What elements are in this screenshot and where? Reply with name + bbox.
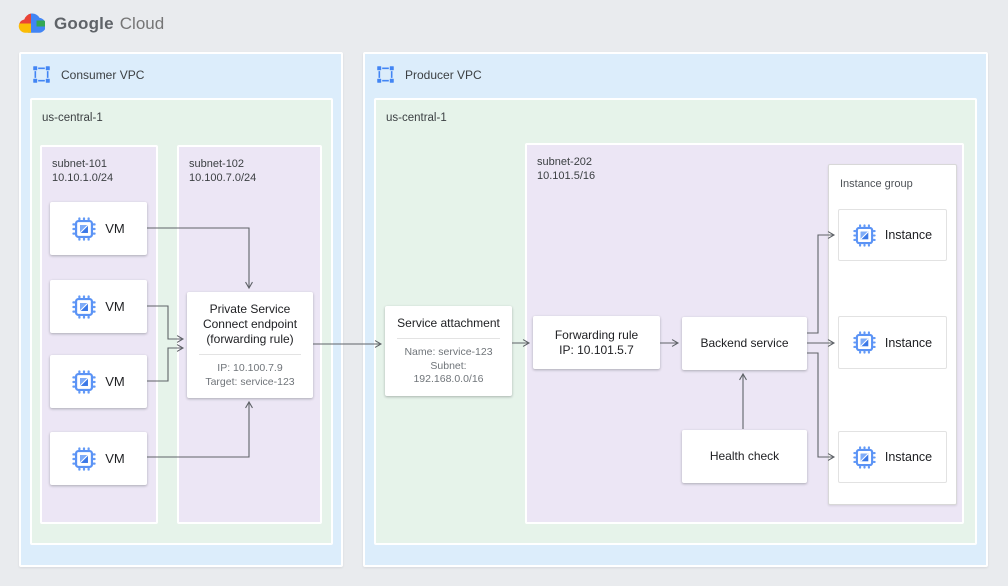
instance-group-container: Instance group Instance Instance [828, 164, 957, 505]
subnet-102-cidr: 10.100.7.0/24 [189, 172, 257, 184]
logo-text-cloud: Cloud [119, 13, 165, 33]
producer-region-label: us-central-1 [386, 112, 447, 124]
instance-label: Instance [884, 228, 933, 242]
subnet-102-name: subnet-102 [189, 158, 245, 170]
divider [397, 338, 500, 339]
forwarding-rule-node: Forwarding rule IP: 10.101.5.7 [533, 316, 660, 369]
compute-chip-icon [72, 216, 96, 241]
psc-endpoint-title: Private Service Connect endpoint (forwar… [202, 302, 298, 346]
service-attachment-subnet-cidr: 192.168.0.0/16 [413, 373, 484, 385]
subnet-101: subnet-101 10.10.1.0/24 VM VM [40, 145, 158, 524]
instance-node-3: Instance [838, 431, 947, 483]
producer-vpc-container: Producer VPC us-central-1 Service attach… [363, 52, 988, 567]
subnet-102: subnet-102 10.100.7.0/24 Private Service… [177, 145, 322, 524]
subnet-202: subnet-202 10.101.5/16 Forwarding rule I… [525, 143, 964, 524]
vm-label: VM [105, 451, 125, 466]
instance-label: Instance [884, 335, 933, 350]
compute-chip-icon [853, 331, 876, 354]
vm-node-3: VM [50, 355, 147, 408]
vpc-network-icon [32, 65, 51, 84]
vm-label: VM [105, 299, 125, 314]
health-check-label: Health check [709, 449, 780, 463]
subnet-202-name: subnet-202 [537, 156, 593, 168]
consumer-region: us-central-1 subnet-101 10.10.1.0/24 VM [30, 98, 333, 545]
producer-vpc-header: Producer VPC [365, 54, 986, 95]
service-attachment-subnet-label: Subnet: [430, 359, 467, 372]
consumer-vpc-header: Consumer VPC [21, 54, 341, 95]
forwarding-rule-title: Forwarding rule [554, 327, 639, 342]
producer-vpc-label: Producer VPC [405, 67, 482, 82]
instance-group-label: Instance group [840, 178, 913, 190]
consumer-vpc-label: Consumer VPC [61, 67, 145, 82]
service-attachment-title: Service attachment [397, 316, 500, 330]
service-attachment-name: Name: service-123 [404, 346, 493, 358]
compute-chip-icon [72, 294, 96, 319]
vm-node-4: VM [50, 432, 147, 485]
producer-region: us-central-1 Service attachment Name: se… [374, 98, 977, 545]
subnet-202-cidr: 10.101.5/16 [537, 170, 596, 182]
vm-node-2: VM [50, 280, 147, 333]
health-check-node: Health check [682, 430, 807, 483]
vpc-network-icon [376, 65, 395, 84]
consumer-region-label: us-central-1 [42, 112, 103, 124]
google-cloud-icon [18, 13, 45, 34]
vm-label: VM [105, 374, 125, 389]
forwarding-rule-ip: IP: 10.101.5.7 [559, 342, 634, 357]
instance-label: Instance [884, 450, 933, 464]
service-attachment-node: Service attachment Name: service-123 Sub… [385, 306, 512, 396]
divider [199, 354, 301, 355]
compute-chip-icon [853, 223, 876, 247]
google-cloud-logo: Google Cloud [18, 13, 164, 34]
instance-node-2: Instance [838, 316, 947, 369]
logo-text-google: Google [54, 13, 114, 33]
consumer-vpc-container: Consumer VPC us-central-1 subnet-101 10.… [19, 52, 343, 567]
psc-endpoint-target: Target: service-123 [205, 375, 295, 388]
instance-node-1: Instance [838, 209, 947, 261]
backend-service-node: Backend service [682, 317, 807, 370]
psc-endpoint-node: Private Service Connect endpoint (forwar… [187, 292, 313, 398]
vm-node-1: VM [50, 202, 147, 255]
compute-chip-icon [72, 446, 96, 471]
subnet-101-name: subnet-101 [52, 158, 108, 170]
compute-chip-icon [72, 369, 96, 394]
vm-label: VM [105, 221, 125, 236]
subnet-101-cidr: 10.10.1.0/24 [52, 172, 114, 184]
compute-chip-icon [853, 445, 876, 469]
psc-endpoint-ip: IP: 10.100.7.9 [217, 362, 283, 374]
backend-service-label: Backend service [700, 336, 789, 350]
